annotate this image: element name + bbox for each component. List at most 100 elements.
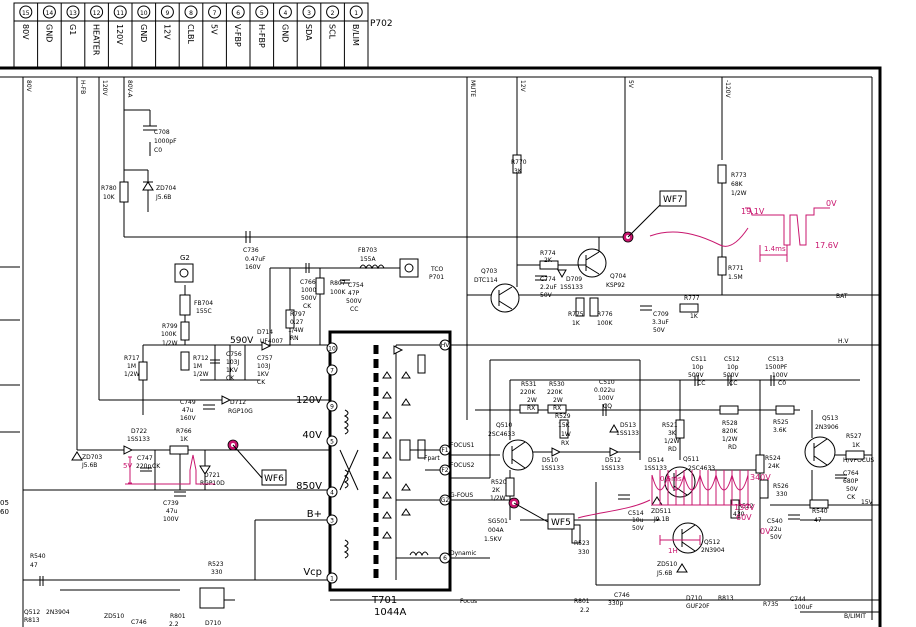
connector-pin-marker bbox=[160, 5, 174, 19]
svg-text:2.2uF: 2.2uF bbox=[540, 284, 557, 291]
svg-text:1/2W: 1/2W bbox=[722, 436, 738, 443]
svg-text:330: 330 bbox=[211, 569, 223, 576]
svg-text:R801: R801 bbox=[574, 598, 590, 605]
svg-text:C764: C764 bbox=[843, 470, 859, 477]
svg-text:100K: 100K bbox=[161, 331, 177, 338]
svg-text:1SS133: 1SS133 bbox=[601, 465, 624, 472]
connector-pin-marker bbox=[326, 5, 340, 19]
tco-terminal: TCO P701 bbox=[399, 258, 444, 281]
connector-pin-number: 3 bbox=[307, 10, 311, 17]
svg-text:D712: D712 bbox=[230, 399, 246, 406]
svg-text:C756: C756 bbox=[226, 351, 242, 358]
bus-label-80v: 80V bbox=[25, 80, 32, 93]
svg-text:2SC4633: 2SC4633 bbox=[488, 431, 515, 438]
svg-text:D710: D710 bbox=[205, 620, 221, 627]
svg-text:100K: 100K bbox=[330, 289, 346, 296]
connector-pin-name: B/LIM bbox=[351, 24, 360, 46]
fbt-pin-left bbox=[326, 364, 338, 376]
r717: R717 1M 1/2W bbox=[124, 355, 148, 381]
svg-text:R525: R525 bbox=[773, 419, 789, 426]
r528: R528 820K 1/2W RD bbox=[719, 405, 739, 451]
svg-text:CQ: CQ bbox=[603, 403, 612, 410]
svg-text:R775: R775 bbox=[568, 311, 584, 318]
svg-text:500V: 500V bbox=[301, 295, 317, 302]
svg-text:R797: R797 bbox=[290, 311, 306, 318]
svg-text:C511: C511 bbox=[691, 356, 707, 363]
svg-text:1000P: 1000P bbox=[301, 287, 320, 294]
svg-text:R777: R777 bbox=[684, 295, 700, 302]
connector-pin-marker bbox=[19, 5, 33, 19]
fbt-pin-right bbox=[439, 464, 451, 476]
svg-text:KSP92: KSP92 bbox=[606, 282, 625, 289]
connector-pin-name: 80V bbox=[21, 24, 30, 40]
svg-text:Q703: Q703 bbox=[481, 268, 497, 275]
svg-text:ZD704: ZD704 bbox=[156, 185, 176, 192]
svg-text:680P: 680P bbox=[843, 478, 858, 485]
svg-text:Q512: Q512 bbox=[704, 539, 720, 546]
connector-pin-name: GND bbox=[280, 24, 289, 42]
r530: R530 220K 2W RX bbox=[547, 381, 567, 414]
wf5-label: WF5 bbox=[551, 518, 571, 528]
svg-text:50V: 50V bbox=[653, 327, 666, 334]
q510: Q510 2SC4633 bbox=[488, 422, 534, 471]
misc-left-text: 590V 05 60 bbox=[0, 336, 254, 516]
svg-text:500V: 500V bbox=[723, 372, 739, 379]
r773: R773 68K 1/2W bbox=[717, 164, 747, 295]
svg-text:1.5KV: 1.5KV bbox=[484, 536, 502, 543]
svg-text:50V: 50V bbox=[846, 486, 859, 493]
d722: D722 1SS133 bbox=[123, 428, 150, 455]
svg-text:CC: CC bbox=[350, 306, 358, 313]
svg-text:50V: 50V bbox=[632, 525, 645, 532]
svg-text:47: 47 bbox=[30, 562, 38, 569]
fbt-pin-left-label: Vcp bbox=[303, 567, 322, 578]
svg-text:R523: R523 bbox=[208, 561, 224, 568]
svg-text:R776: R776 bbox=[597, 311, 613, 318]
svg-text:R524: R524 bbox=[765, 455, 781, 462]
d510: D510 1SS133 bbox=[541, 447, 564, 472]
connector-pin-number: 12 bbox=[93, 10, 101, 17]
connector-pin-number: 11 bbox=[116, 10, 124, 17]
sg501: SG501 004A 1.5KV bbox=[484, 518, 508, 543]
fbt-pin-left-number: 4 bbox=[330, 490, 334, 497]
r776: R776 100K bbox=[589, 297, 613, 327]
fbt-pin-left bbox=[326, 400, 338, 412]
r777: R777 1K bbox=[679, 295, 700, 320]
svg-text:1W: 1W bbox=[561, 431, 571, 438]
wf7-v1: 19.1V bbox=[741, 207, 765, 216]
wf5-zero: 0V bbox=[760, 527, 771, 536]
svg-text:100V: 100V bbox=[163, 516, 179, 523]
svg-text:1/4W: 1/4W bbox=[288, 327, 304, 334]
fbt-pin-left bbox=[326, 486, 338, 498]
g2-terminal: G2 bbox=[174, 254, 194, 283]
svg-text:R523: R523 bbox=[574, 540, 590, 547]
svg-text:0.022u: 0.022u bbox=[594, 387, 615, 394]
d714: D714 UF4007 bbox=[257, 329, 283, 351]
r771: R771 1.5M bbox=[717, 256, 744, 281]
svg-text:2N3904: 2N3904 bbox=[46, 609, 70, 616]
svg-text:J5.6B: J5.6B bbox=[656, 570, 672, 577]
connector-pin-name: 12V bbox=[162, 24, 171, 40]
fbt-part: 1044A bbox=[374, 607, 406, 618]
fbt-cross bbox=[339, 449, 359, 491]
board-frame bbox=[0, 66, 882, 627]
svg-text:100V: 100V bbox=[772, 372, 788, 379]
r540: R540 47 bbox=[809, 499, 829, 524]
connector-pin-marker bbox=[278, 5, 292, 19]
svg-text:R526: R526 bbox=[773, 483, 789, 490]
svg-text:1SS133: 1SS133 bbox=[560, 284, 583, 291]
c774: C774 2.2uF 50V bbox=[535, 275, 557, 299]
wf6-label: WF6 bbox=[264, 474, 284, 484]
bottom-left-parts: ZD510 C746 R801 2.2 D710 R813 bbox=[24, 613, 221, 627]
svg-text:R521: R521 bbox=[662, 422, 678, 429]
d514: D514 1SS133 bbox=[644, 457, 667, 472]
r801: R523 330 bbox=[199, 561, 225, 609]
svg-text:330: 330 bbox=[578, 549, 590, 556]
r531: R531 220K 2W RX bbox=[519, 381, 539, 414]
svg-text:C510: C510 bbox=[599, 379, 615, 386]
svg-text:DTC114: DTC114 bbox=[474, 277, 498, 284]
bus-label-12v: 12V bbox=[519, 80, 526, 93]
svg-text:50V: 50V bbox=[770, 534, 783, 541]
svg-text:47u: 47u bbox=[182, 407, 194, 414]
svg-text:50V: 50V bbox=[540, 292, 553, 299]
